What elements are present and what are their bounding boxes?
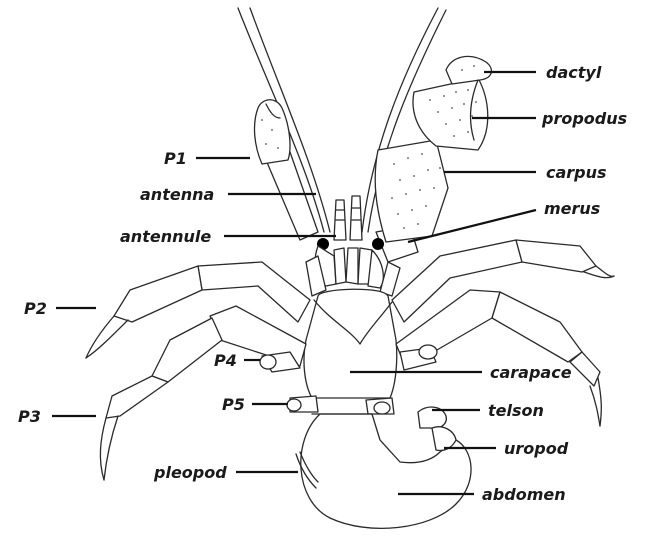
right-leg-p2 [391,239,615,323]
label-uropod: uropod [504,439,569,458]
label-abdomen: abdomen [482,485,566,504]
right-leg-p4 [399,344,438,371]
label-antennule: antennule [120,227,211,246]
label-p2: P2 [24,299,47,318]
carapace-shape [303,288,398,399]
right-eye [372,238,384,250]
label-p4: P4 [214,351,237,370]
label-dactyl: dactyl [546,63,602,82]
label-carapace: carapace [490,363,572,382]
label-p5: P5 [222,395,245,414]
left-leg-p4 [259,351,301,373]
label-merus: merus [544,199,600,218]
cheliped-stipple [261,65,477,229]
left-leg-p5 [286,395,319,413]
abdomen-shape [300,413,472,529]
label-telson: telson [488,401,544,420]
head-appendages [305,245,401,297]
left-leg-p3 [99,305,307,481]
right-cheliped [374,55,492,263]
antennules [333,195,363,241]
telson-uropod [417,406,457,452]
pleopod-shape [295,453,317,489]
label-carpus: carpus [546,163,607,182]
label-antenna: antenna [140,185,214,204]
leader-merus [407,208,537,244]
left-leg-p2 [85,261,311,359]
left-cheliped [253,99,319,241]
label-p1: P1 [164,149,187,168]
right-leg-p5 [365,397,395,415]
label-p3: P3 [18,407,41,426]
label-pleopod: pleopod [153,463,227,482]
label-propodus: propodus [541,109,627,128]
right-antenna [361,7,439,233]
